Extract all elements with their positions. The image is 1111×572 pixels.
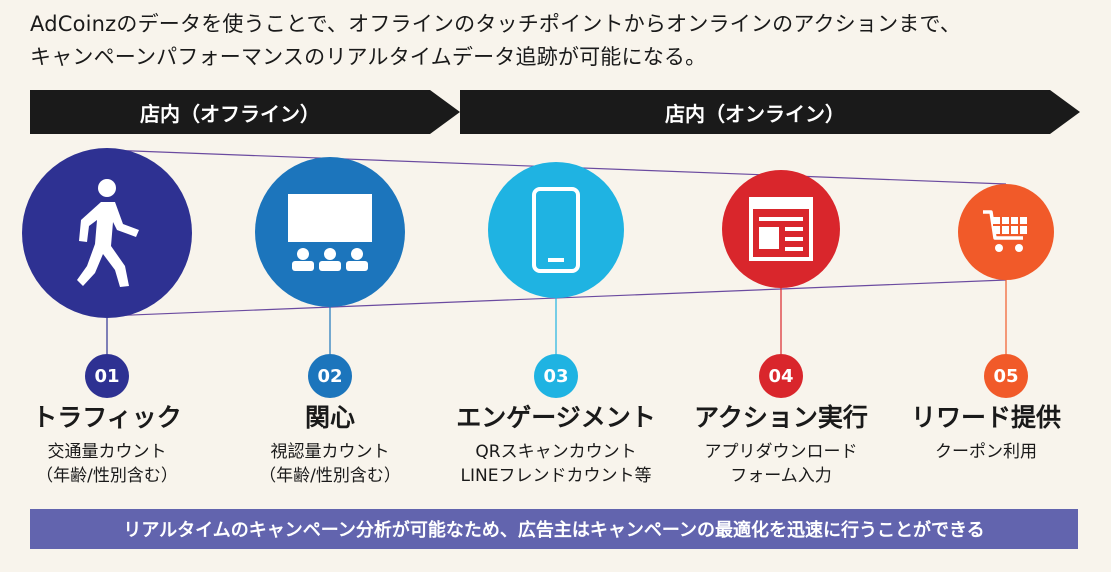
banner-arrow-shape <box>30 90 460 134</box>
banner-offline: 店内（オフライン） <box>30 90 460 134</box>
stage-2-desc-line-2: （年齢/性別含む） <box>259 466 401 486</box>
stage-3-number-badge: 03 <box>534 354 578 398</box>
stage-3-icon-circle <box>488 162 624 298</box>
stage-4-number-badge: 04 <box>759 354 803 398</box>
stage-2-number-badge: 02 <box>308 354 352 398</box>
shopping-cart-icon <box>983 210 1027 252</box>
stage-4-desc-line-2: フォーム入力 <box>730 466 832 486</box>
stage-5-description: クーポン利用 <box>866 440 1106 464</box>
stage-2-title: 関心 <box>304 403 355 432</box>
intro-line-2: キャンペーンパフォーマンスのリアルタイムデータ追跡が可能になる。 <box>30 45 707 69</box>
banner-offline-label: 店内（オフライン） <box>140 101 320 126</box>
summary-banner: リアルタイムのキャンペーン分析が可能なため、広告主はキャンペーンの最適化を迅速に… <box>30 509 1078 549</box>
stage-4-title: アクション実行 <box>694 403 868 432</box>
stage-1-title: トラフィック <box>32 403 182 432</box>
stage-4-icon-circle <box>722 170 840 288</box>
intro-line-1: AdCoinzのデータを使うことで、オフラインのタッチポイントからオンラインのア… <box>30 12 962 36</box>
stage-3-title: エンゲージメント <box>456 403 656 432</box>
stage-1-description: 交通量カウント （年齢/性別含む） <box>0 440 227 488</box>
stage-2-description: 視認量カウント （年齢/性別含む） <box>210 440 450 488</box>
stage-5-title: リワード提供 <box>910 403 1061 432</box>
intro-text: AdCoinzのデータを使うことで、オフラインのタッチポイントからオンラインのア… <box>30 8 1090 74</box>
stage-5-icon-circle <box>958 184 1054 280</box>
stage-5-desc-line-1: クーポン利用 <box>935 442 1037 462</box>
smartphone-icon <box>532 187 580 273</box>
banner-online: 店内（オンライン） <box>460 90 1080 134</box>
stage-1-desc-line-1: 交通量カウント <box>47 442 167 462</box>
stage-3-desc-line-1: QRスキャンカウント <box>475 442 637 462</box>
stage-2-icon-circle <box>255 157 405 307</box>
stage-2-desc-line-1: 視認量カウント <box>270 442 390 462</box>
stage-1-desc-line-2: （年齢/性別含む） <box>36 466 178 486</box>
stage-1-number-badge: 01 <box>85 354 129 398</box>
banner-arrow-shape <box>460 90 1080 134</box>
banner-online-label: 店内（オンライン） <box>665 101 845 126</box>
form-document-icon <box>749 197 813 261</box>
screen-audience-icon <box>288 194 372 271</box>
stage-1-icon-circle <box>22 148 192 318</box>
walking-person-icon <box>77 179 139 287</box>
stage-4-description: アプリダウンロード フォーム入力 <box>661 440 901 488</box>
stage-3-description: QRスキャンカウント LINEフレンドカウント等 <box>436 440 676 488</box>
stage-5-number-badge: 05 <box>984 354 1028 398</box>
stage-4-desc-line-1: アプリダウンロード <box>704 442 858 462</box>
stage-3-desc-line-2: LINEフレンドカウント等 <box>460 466 652 486</box>
